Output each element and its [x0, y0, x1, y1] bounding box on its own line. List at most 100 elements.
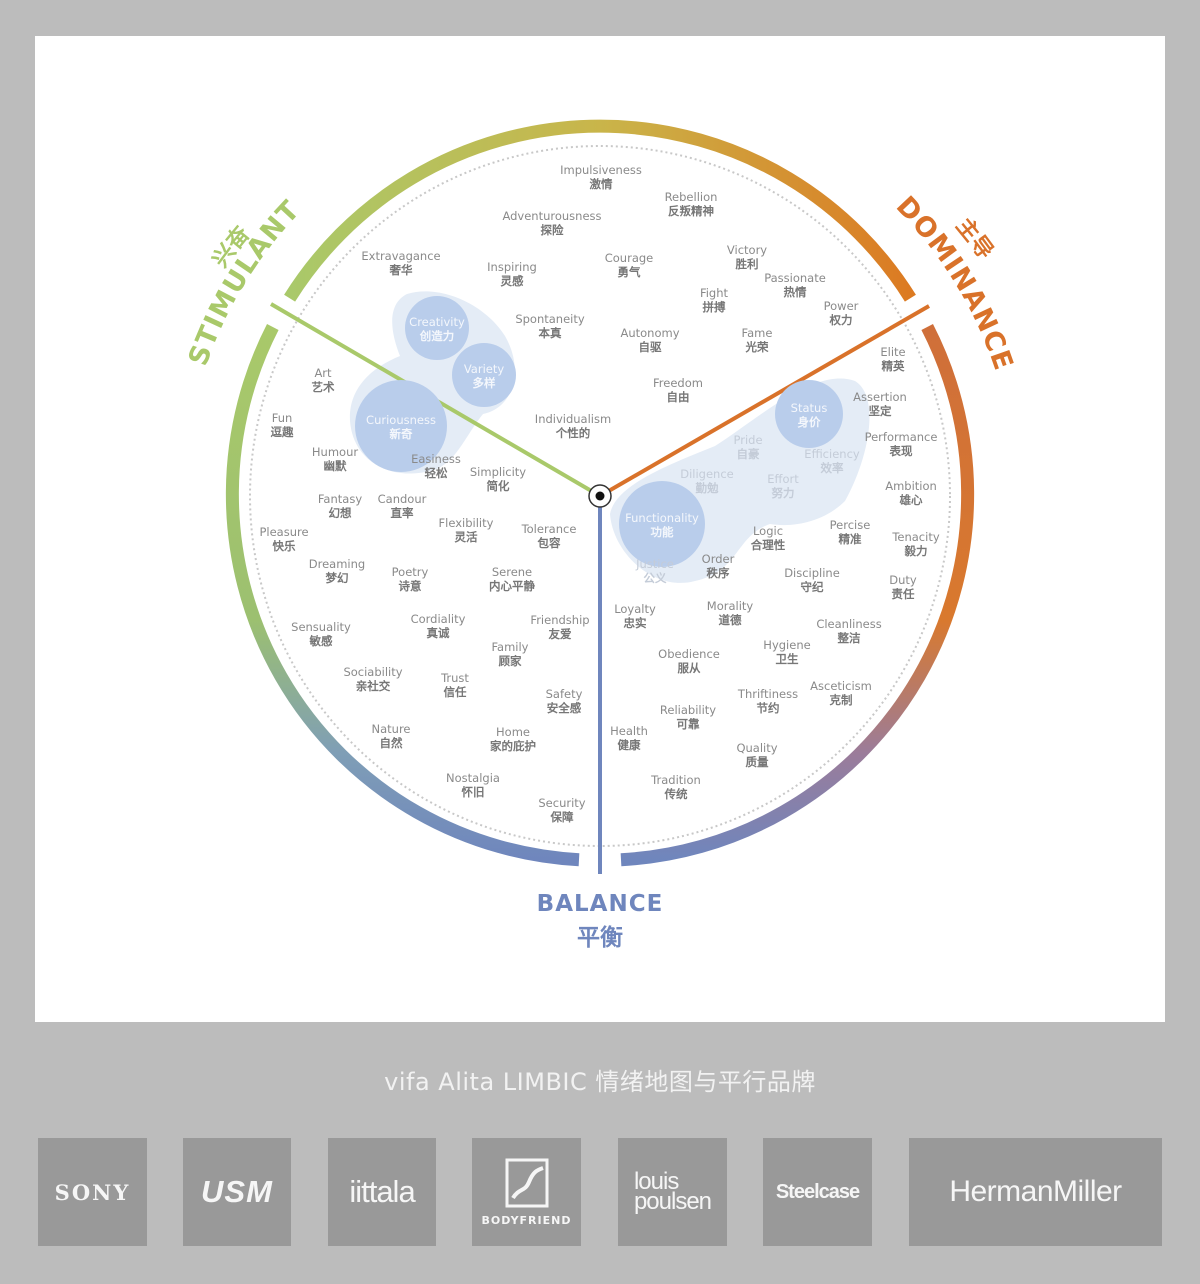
bubble-circle [355, 380, 447, 472]
bodyfriend-emblem-icon [505, 1158, 548, 1207]
brand-bodyfriend-logo: BODYFRIEND [472, 1138, 581, 1246]
limbic-emotion-map: 兴奋 & 冒险 幻想 & 愉悦 守序 & 控制 STIMULANT 兴奋 DOM… [183, 98, 1019, 951]
caption: vifa Alita LIMBIC 情绪地图与平行品牌 [384, 1068, 816, 1096]
ring-arc-balance-stimulant [225, 324, 580, 867]
bubble-circle [405, 296, 469, 360]
brand-louis-poulsen-logo: louis poulsen [618, 1138, 727, 1246]
ring-arc-dominance-balance [620, 324, 975, 867]
balance-label-zh: 平衡 [577, 924, 623, 951]
brand-usm-logo: USM [183, 1138, 291, 1246]
brand-strip: SONY USM iittala BODYFRIEND louis poulse… [0, 1138, 1200, 1246]
balance-label: BALANCE [537, 891, 664, 917]
diagram-card: 兴奋 & 冒险 幻想 & 愉悦 守序 & 控制 STIMULANT 兴奋 DOM… [35, 36, 1165, 1022]
bubble-circle [452, 343, 516, 407]
dominance-label: DOMINANCE [890, 191, 1019, 375]
brand-iittala-logo: iittala [328, 1138, 436, 1246]
brand-sony-logo: SONY [38, 1138, 147, 1246]
ring-label-top: 兴奋 & 冒险 [566, 98, 636, 114]
brand-steelcase-logo: Steelcase [763, 1138, 872, 1246]
divider-dominance [598, 304, 931, 498]
center-dot [595, 491, 605, 501]
bubble-circle [775, 380, 843, 448]
stimulant-label: STIMULANT [183, 195, 307, 370]
inner-dotted-ring [249, 145, 951, 847]
ring-arc-stimulant-dominance [284, 119, 916, 302]
bubble-circle [619, 481, 705, 567]
